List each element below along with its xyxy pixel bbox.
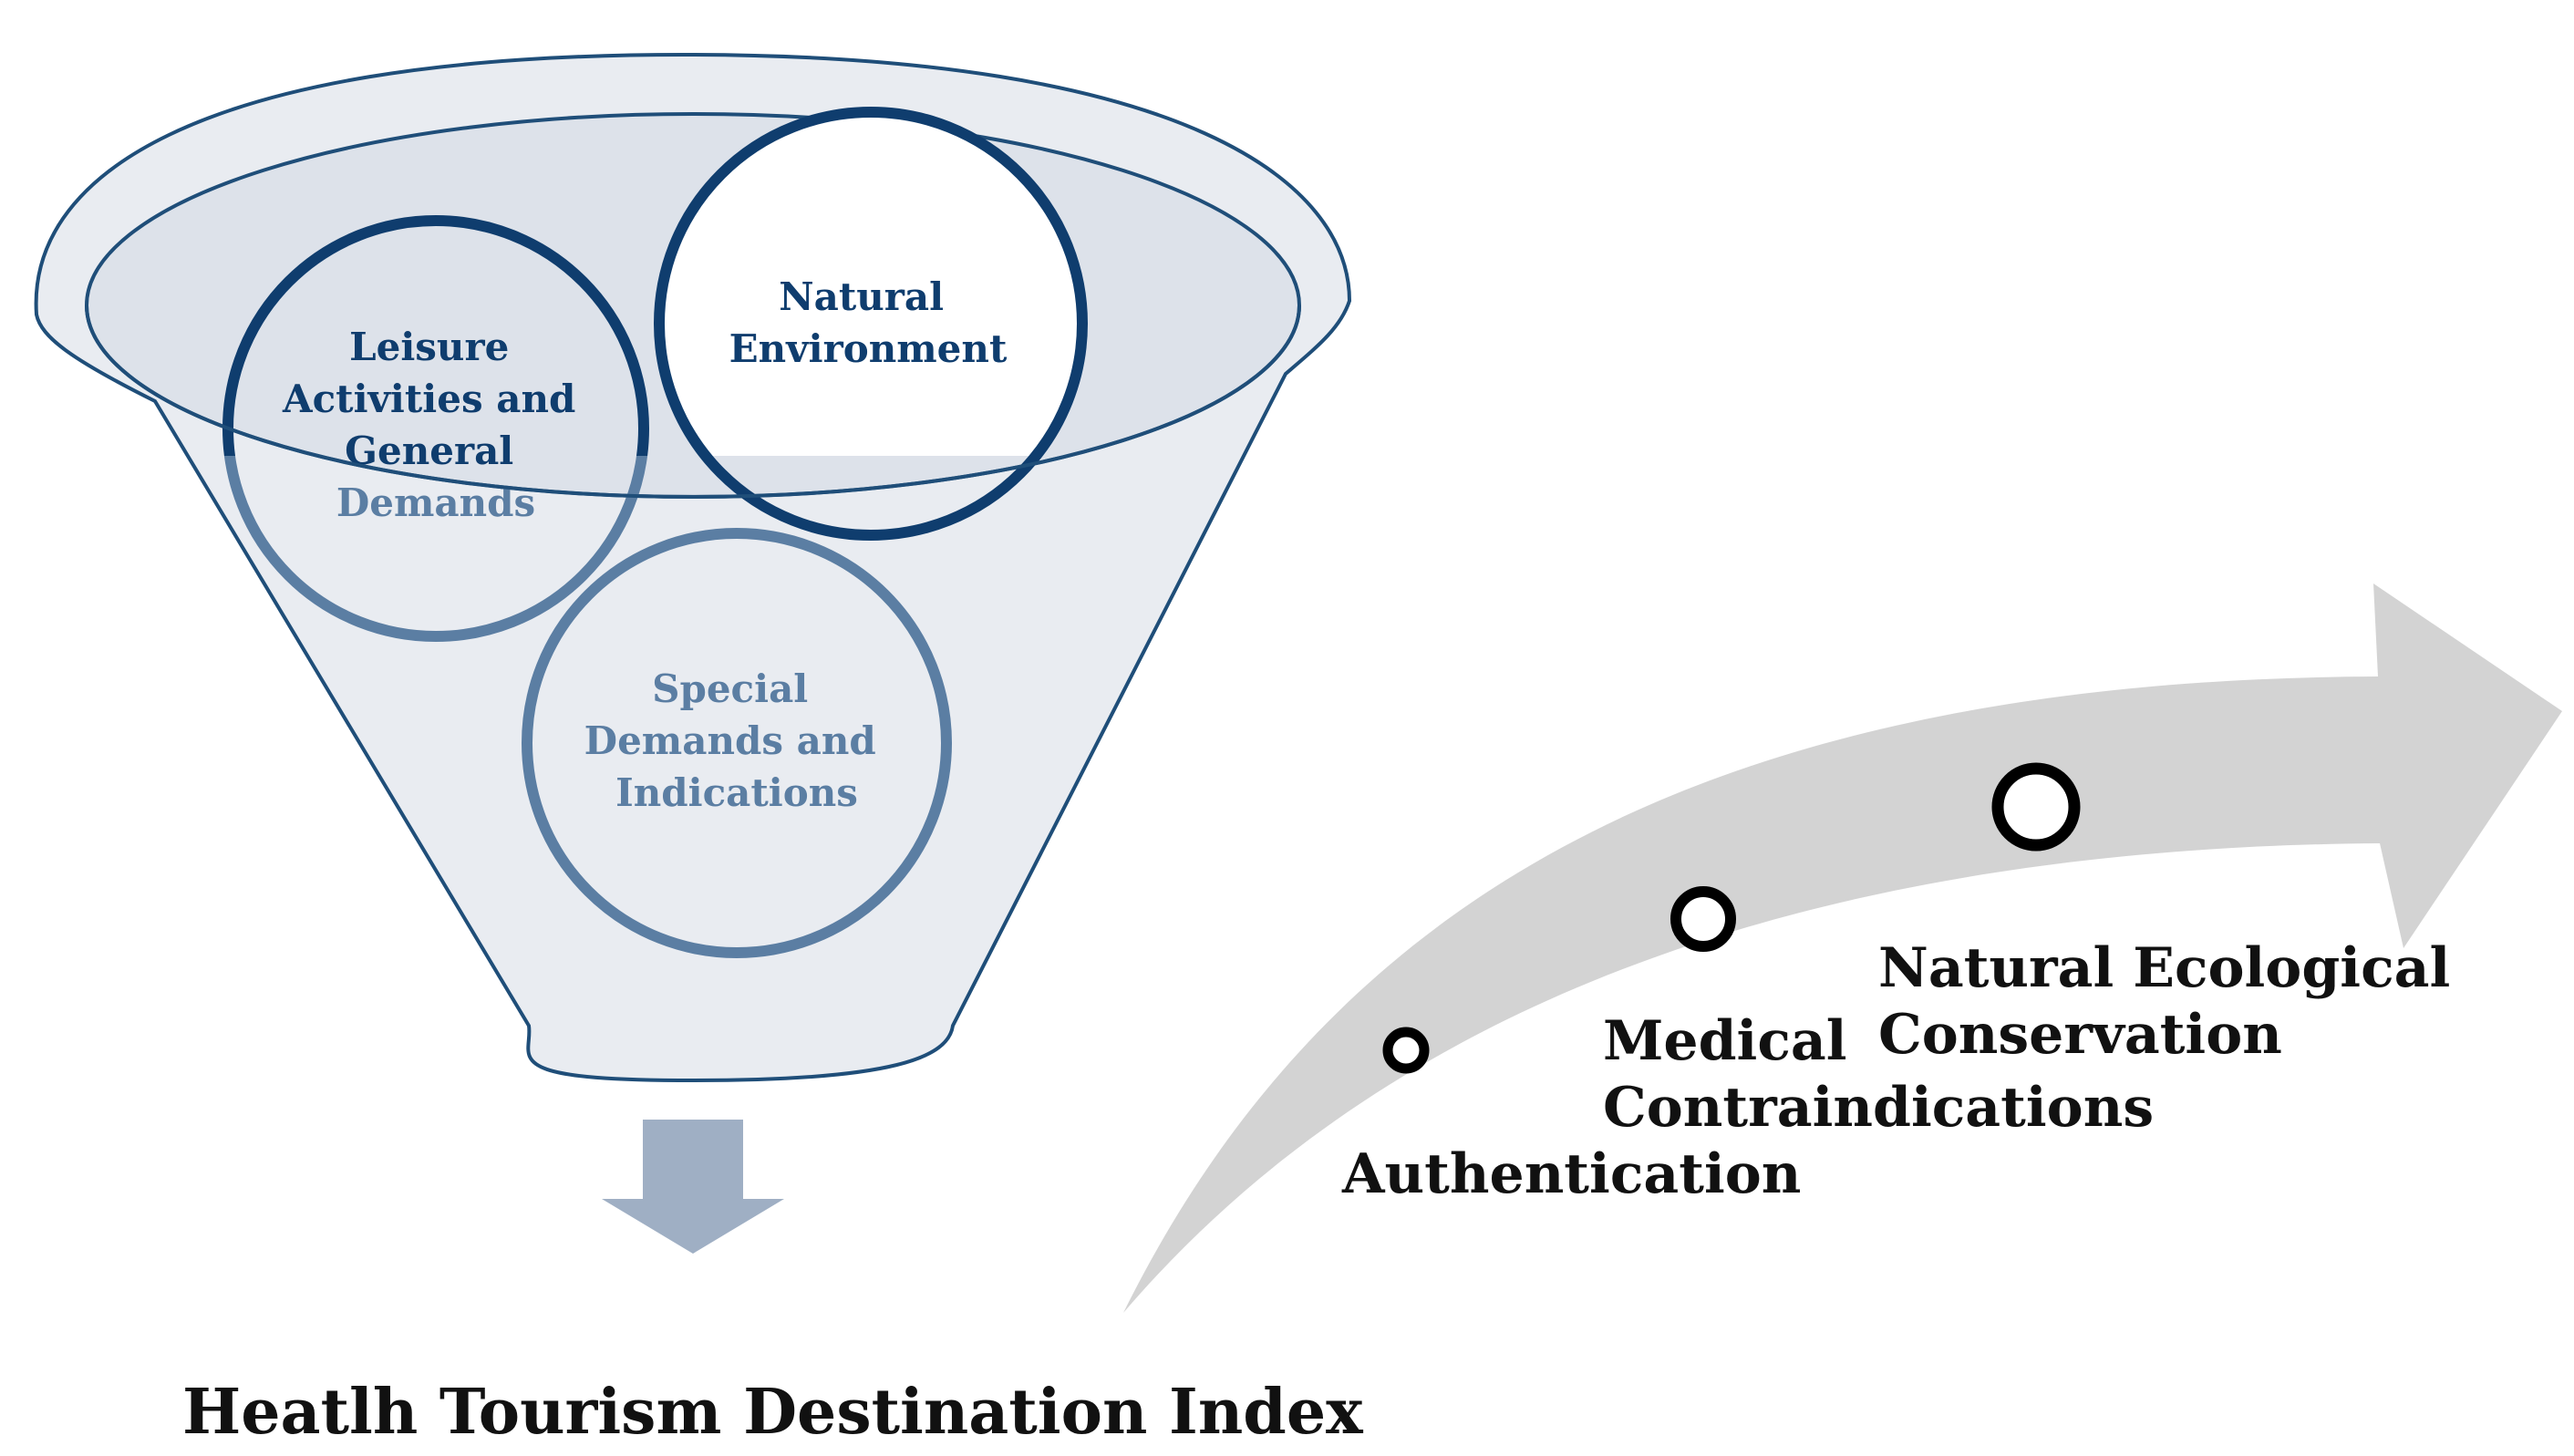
index-label: Heatlh Tourism Destination Index [182, 1376, 1363, 1449]
natural-env-line-2: Environment [729, 326, 1008, 371]
stage-medical: Medical Contraindications [1603, 1009, 2154, 1140]
stage-authentication: Authentication [1341, 1142, 1801, 1206]
marker-medical [1670, 886, 1736, 952]
natural-env-line-1: Natural [779, 274, 944, 319]
down-arrow-icon [602, 1120, 784, 1254]
stage-natural-ecological: Natural Ecological Conservation [1878, 936, 2469, 1067]
funnel-rim-front-edge [85, 305, 1301, 499]
circle-natural-environment: Natural Environment [654, 107, 1088, 541]
special-line-1: Special [652, 666, 808, 711]
curved-progress-arrow [1123, 583, 2562, 1313]
marker-authentication [1382, 1027, 1430, 1074]
marker-natural-ecological [1991, 762, 2081, 852]
special-line-3: Indications [615, 770, 858, 815]
circle-leisure-activities: Leisure Activities and General Demands [222, 215, 649, 642]
svg-text:Natural Environment: Natural Environment [729, 274, 1008, 371]
svg-text:Leisure Activities and: Leisure Activities and General Demands [282, 325, 589, 525]
leisure-line-2: Activities and [282, 377, 575, 421]
special-line-2: Demands and [584, 718, 876, 763]
circle-special-demands: Special Demands and Indications [522, 528, 952, 958]
leisure-line-3: General [345, 429, 513, 473]
svg-text:Special Demands and: Special Demands and Indications [584, 666, 890, 815]
leisure-line-1: Leisure [349, 325, 509, 369]
